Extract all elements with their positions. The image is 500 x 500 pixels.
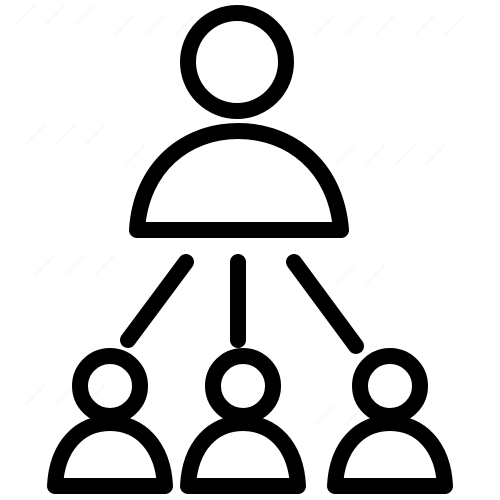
hierarchy-strokes (47, 5, 453, 494)
connector-right-icon (286, 254, 364, 354)
top-person-body-icon (129, 123, 349, 238)
bottom-middle-person-body-icon (180, 415, 306, 494)
bottom-right-person-head-icon (352, 348, 428, 424)
top-person-head-icon (180, 5, 294, 119)
connector-left-icon (120, 254, 194, 348)
bottom-left-person-body-icon (47, 415, 173, 494)
bottom-left-person-head-icon (72, 348, 148, 424)
watermark-pattern (14, 4, 466, 426)
bottom-middle-person-head-icon (205, 348, 281, 424)
bottom-right-person-body-icon (327, 415, 453, 494)
